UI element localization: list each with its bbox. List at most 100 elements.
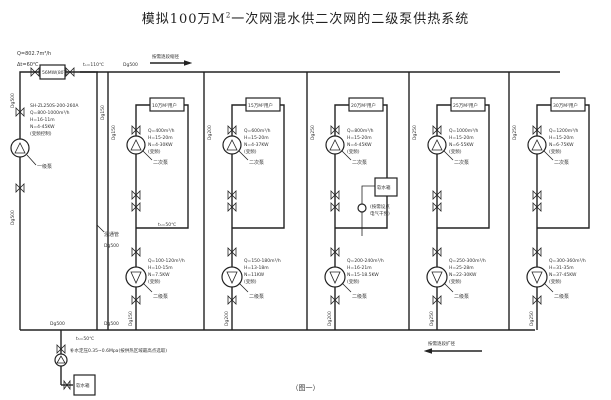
lower-pump-label: 二级泵	[554, 293, 569, 300]
gate-valve	[330, 295, 340, 305]
user-label: 15万M²用户	[248, 102, 273, 109]
mid-note-1: (按需设点	[370, 203, 390, 210]
upper-pump-note: (变频)	[244, 148, 257, 155]
gate-valve	[330, 125, 340, 135]
upper-pump-n: N=4-37KW	[244, 142, 269, 148]
primary-flow: Q=802.7m³/h	[17, 51, 51, 57]
primary-pump-model: SH-ZL250S-200-260A	[30, 103, 79, 109]
gate-valve	[65, 67, 75, 77]
user-box	[149, 97, 185, 112]
upper-pump-label: 二次泵	[454, 159, 469, 166]
upper-pump-q: Q=1000m³/h	[449, 128, 478, 134]
lower-pump-note: (变频)	[449, 278, 462, 285]
primary-pump-h: H=16-11m	[30, 117, 55, 123]
upper-pump-note: (变频)	[148, 148, 161, 155]
primary-pump-n: N=4-45KW	[30, 124, 55, 130]
second-stage-pump-icon	[221, 266, 243, 288]
lower-riser-dg: Dg150	[128, 311, 134, 326]
gate-valve	[330, 190, 340, 200]
lower-riser-dg: Dg250	[529, 311, 535, 326]
riser-dg: Dg250	[512, 125, 518, 140]
branch-column: Dg25020万M²用户Q=800m³/hH=15-20mN=4-45KW(变频…	[306, 72, 388, 330]
gate-valve	[330, 202, 340, 212]
mid-tank-label: 软水箱	[377, 184, 391, 191]
gate-valve	[227, 190, 237, 200]
diagram-title: 模拟100万M2一次网混水供二次网的二级泵供热系统	[141, 11, 470, 27]
gate-valve	[330, 247, 340, 257]
lower-pump-n: N=22-30KW	[449, 272, 477, 278]
user-label: 20万M²用户	[351, 102, 376, 109]
mid-pump-icon	[357, 203, 367, 213]
upper-pump-label: 二次泵	[153, 159, 168, 166]
heat-source-label: 56MW(80T)	[42, 70, 68, 76]
upper-pump-label: 二次泵	[352, 159, 367, 166]
lower-pump-n: N=11KW	[244, 272, 265, 278]
upper-pump-q: Q=600m³/h	[244, 128, 271, 134]
primary-delta-t: Δt=60℃	[17, 62, 39, 68]
gate-valve	[131, 125, 141, 135]
heat-source-box	[39, 64, 66, 80]
upper-pump-q: Q=1200m³/h	[549, 128, 578, 134]
riser-dg: Dg250	[412, 125, 418, 140]
return-main-dg-2: Dg500	[104, 321, 119, 327]
user-box	[550, 97, 586, 112]
upper-pump-h: H=15-20m	[449, 135, 474, 141]
primary-pump-note: (变频控制)	[30, 130, 52, 137]
primary-loop: Q=802.7m³/h Δt=60℃ 56MW(80T) tₒ=110℃ Dg5…	[10, 51, 560, 330]
gate-valve	[227, 247, 237, 257]
lower-pump-label: 二级泵	[153, 293, 168, 300]
upper-pump-n: N=4-30KW	[148, 142, 173, 148]
secondary-pump-icon	[325, 135, 345, 155]
lower-riser-dg: Dg200	[327, 311, 333, 326]
gate-valve	[131, 247, 141, 257]
user-label: 10万M²用户	[152, 102, 177, 109]
branch-column: Dg15010万M²用户Q=400m³/hH=15-20mN=4-30KW(变频…	[107, 72, 189, 330]
lower-pump-n: N=7.5KW	[148, 272, 170, 278]
upper-pump-note: (变频)	[449, 148, 462, 155]
gate-valve	[432, 190, 442, 200]
upper-pump-q: Q=400m³/h	[148, 128, 175, 134]
bypass-riser-dg: Dg150	[100, 105, 106, 120]
lower-pump-h: H=16-21m	[347, 265, 372, 271]
user-box	[245, 97, 281, 112]
lower-pump-note: (变频)	[549, 278, 562, 285]
lower-pump-q: Q=150-180m³/h	[244, 258, 281, 264]
gate-valve	[227, 125, 237, 135]
lower-pump-label: 二级泵	[352, 293, 367, 300]
gate-valve	[30, 67, 40, 77]
lower-pump-q: Q=250-300m³/h	[449, 258, 486, 264]
primary-pipe-dg: Dg500	[10, 93, 16, 108]
secondary-pump-icon	[222, 135, 242, 155]
figure-caption: （图一）	[291, 384, 320, 392]
gate-valve	[432, 125, 442, 135]
lower-pump-h: H=10-15m	[148, 265, 173, 271]
mid-note-2: 电气干预)	[370, 210, 390, 217]
gate-valve	[15, 183, 25, 193]
gate-valve	[432, 295, 442, 305]
upper-pump-h: H=15-20m	[148, 135, 173, 141]
gate-valve	[63, 379, 71, 391]
lower-pump-q: Q=300-360m³/h	[549, 258, 586, 264]
lower-pump-n: N=15-18.5KW	[347, 272, 379, 278]
gate-valve	[432, 247, 442, 257]
lower-riser-dg: Dg200	[224, 311, 230, 326]
user-label: 30万M²用户	[553, 102, 578, 109]
lower-pump-note: (变频)	[347, 278, 360, 285]
gate-valve	[56, 344, 66, 354]
gate-valve	[532, 125, 542, 135]
gate-valve	[227, 295, 237, 305]
lower-pump-h: H=25-28m	[449, 265, 474, 271]
bypass-dg: Dg500	[104, 243, 119, 249]
gate-valve	[131, 295, 141, 305]
upper-pump-q: Q=800m³/h	[347, 128, 374, 134]
primary-pump-q: Q=800-1000m³/h	[30, 110, 70, 116]
gate-valve	[227, 202, 237, 212]
gate-valve	[432, 202, 442, 212]
secondary-pump-icon	[126, 135, 146, 155]
mix-temp: tₕ=50℃	[158, 222, 176, 228]
lower-pump-label: 二级泵	[454, 293, 469, 300]
upper-pump-n: N=6-75KW	[549, 142, 574, 148]
lower-pump-note: (变频)	[148, 278, 161, 285]
lower-pump-h: H=31-35m	[549, 265, 574, 271]
